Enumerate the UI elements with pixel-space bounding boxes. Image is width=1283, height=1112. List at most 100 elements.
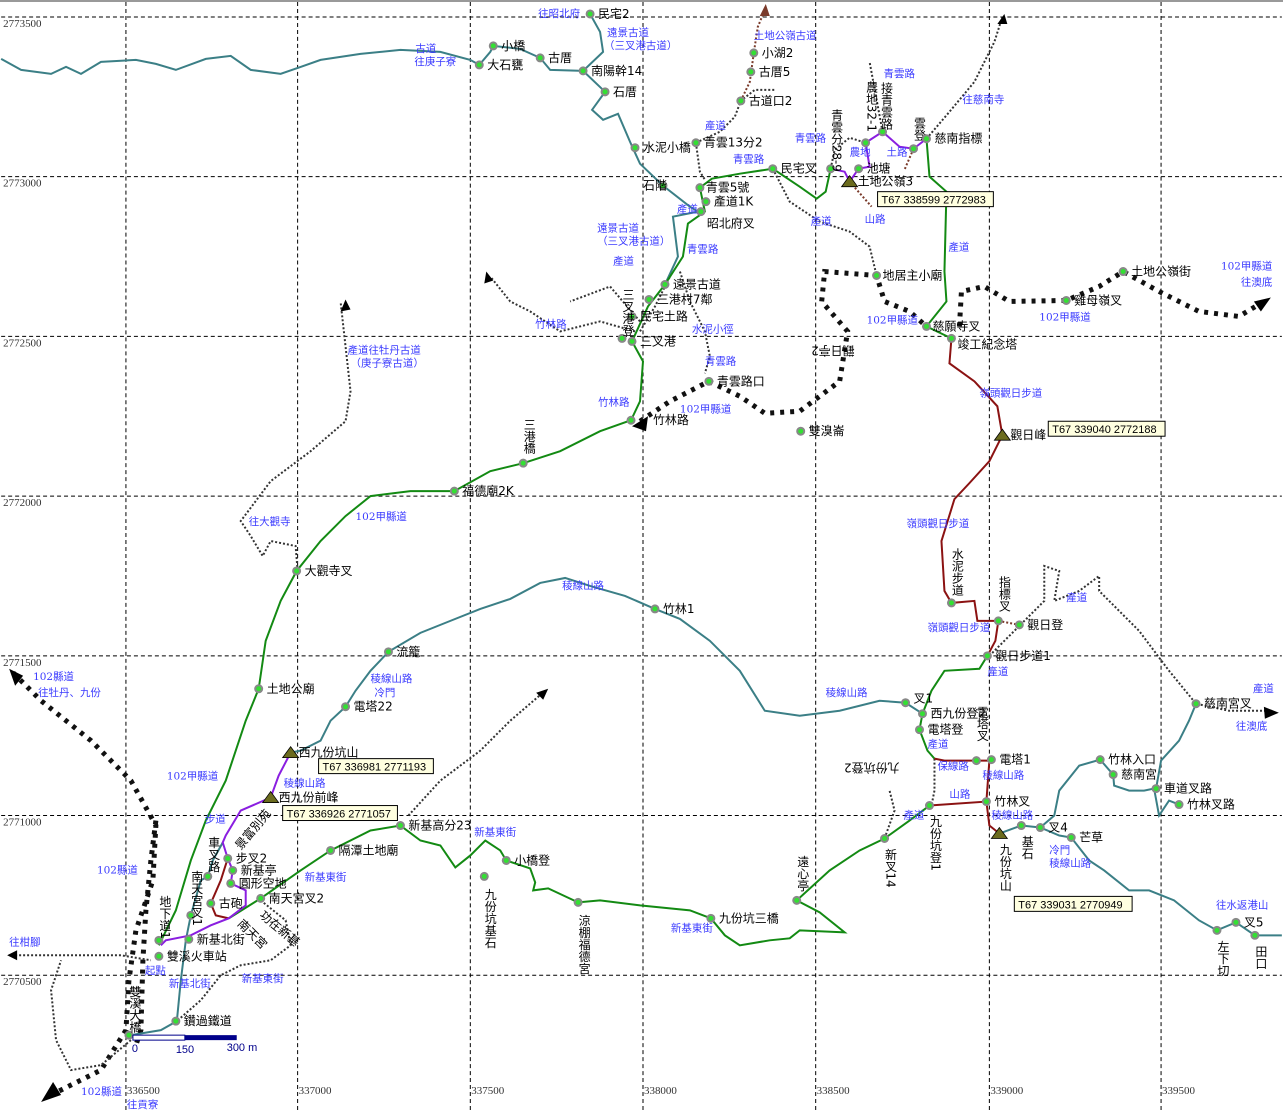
waypoint[interactable]: 土地公嶺街 xyxy=(1118,265,1191,279)
waypoint[interactable]: 竣工紀念塔 xyxy=(946,333,1017,351)
waypoint[interactable]: 地下道1 xyxy=(154,895,172,945)
waypoint[interactable]: 電塔22 xyxy=(341,700,393,714)
waypoint[interactable]: 電塔登 xyxy=(915,722,963,737)
road-label: 往柑腳 xyxy=(9,935,40,948)
waypoint[interactable]: 石厝 xyxy=(600,85,637,99)
waypoint[interactable]: 叉4 xyxy=(1035,821,1068,835)
waypoint[interactable]: 步叉2 xyxy=(223,851,267,865)
waypoint[interactable]: 青雲路口 xyxy=(704,373,765,388)
waypoint[interactable]: 西九份前峰 xyxy=(261,790,339,805)
waypoint[interactable]: 左下切 xyxy=(1212,925,1230,977)
waypoint-marker-icon xyxy=(223,853,233,863)
waypoint[interactable]: 水泥步道 xyxy=(946,548,964,608)
waypoint[interactable]: 鑽過鐵道 xyxy=(171,1013,232,1028)
waypoint[interactable]: 慈南宮 xyxy=(1108,767,1157,782)
waypoint[interactable]: 觀日峰 xyxy=(993,428,1046,442)
waypoint[interactable]: 大觀寺叉 xyxy=(292,564,353,578)
waypoint[interactable]: 南天宮叉2 xyxy=(256,890,324,905)
waypoint[interactable]: 青雲分28-9 xyxy=(826,108,844,174)
waypoint[interactable]: 叉5 xyxy=(1231,915,1264,929)
waypoint[interactable]: 青雲13分2 xyxy=(691,136,763,150)
waypoint[interactable]: 隔潭土地廟 xyxy=(326,842,398,857)
waypoint[interactable]: 慈願寺叉 xyxy=(921,318,980,333)
waypoint[interactable]: 農地32-1 xyxy=(861,80,879,148)
waypoint[interactable]: 三叉港 xyxy=(627,334,676,348)
waypoint[interactable]: 九份坑登1 xyxy=(924,801,942,871)
waypoint[interactable]: 西九份登2 xyxy=(918,706,986,721)
waypoint[interactable]: 雙溪大橋 xyxy=(124,985,142,1040)
waypoint[interactable]: 古厝5 xyxy=(746,64,790,79)
waypoint[interactable]: 地居主小廟 xyxy=(872,268,942,283)
northing-label: 2770500 xyxy=(3,976,42,988)
waypoint[interactable]: 新基高分23 xyxy=(395,818,472,833)
waypoint-label: 景富別苑 xyxy=(232,806,274,852)
waypoint[interactable]: 小橋 xyxy=(488,39,525,53)
waypoint[interactable]: 昭北府叉 xyxy=(696,207,755,231)
waypoint[interactable]: 福德廟2K xyxy=(449,483,515,498)
waypoint[interactable]: 西九份坑山 xyxy=(281,745,359,760)
waypoint[interactable]: 水泥小橋 xyxy=(630,141,691,155)
waypoint-label: 慈南宮叉 xyxy=(1204,696,1252,711)
waypoint[interactable]: 池塘 xyxy=(854,161,891,176)
waypoint[interactable]: 遠景古道 xyxy=(660,276,721,291)
waypoint[interactable]: 新基亭 xyxy=(228,862,277,877)
waypoint[interactable]: 南陽幹14 xyxy=(578,63,643,78)
waypoint[interactable]: 石階 xyxy=(643,178,668,193)
waypoint[interactable]: 新基北街 xyxy=(184,931,245,946)
waypoint[interactable]: 遠心亭 xyxy=(792,855,810,905)
waypoint[interactable]: 大石甕 xyxy=(474,57,523,72)
waypoint[interactable]: 流籠 xyxy=(383,644,420,659)
waypoint[interactable]: 三港村7鄰 xyxy=(644,291,712,306)
waypoint[interactable]: 雙溪火車站 xyxy=(154,949,227,963)
waypoint[interactable]: 指標叉 xyxy=(993,574,1011,626)
waypoint[interactable]: 產道1K xyxy=(701,194,754,209)
waypoint[interactable]: 芒草 xyxy=(1066,829,1103,844)
waypoint[interactable]: 雙溴崙 xyxy=(796,424,845,438)
waypoint[interactable]: 九份坑基石 xyxy=(479,871,497,948)
waypoint[interactable]: 景富別苑 xyxy=(232,806,274,852)
waypoint[interactable]: 雲登 xyxy=(909,116,926,154)
waypoint[interactable]: 竹林叉路 xyxy=(1174,797,1235,812)
waypoint[interactable]: 竹林1 xyxy=(650,602,695,616)
waypoint[interactable]: 三港橋 xyxy=(518,418,536,468)
waypoint[interactable]: 電塔1 xyxy=(986,753,1031,767)
waypoint[interactable]: 土地公嶺3 xyxy=(840,175,913,189)
waypoint[interactable]: 車叉路 xyxy=(203,836,221,881)
waypoint[interactable]: 慈南宮叉 xyxy=(1191,696,1252,711)
waypoint[interactable]: 民宅土路 xyxy=(627,308,688,323)
waypoint[interactable]: 觀日步道1 xyxy=(982,649,1051,663)
waypoint[interactable]: 古道口2 xyxy=(736,93,792,108)
waypoint[interactable]: 九份坑三橋 xyxy=(706,910,779,925)
waypoint[interactable]: 觀日登 xyxy=(1014,617,1063,632)
waypoint[interactable]: 九份坑山 xyxy=(990,826,1012,892)
waypoint[interactable]: 民宅2 xyxy=(585,6,630,21)
waypoint[interactable]: 民宅叉 xyxy=(768,161,817,176)
waypoint[interactable]: 慈南指標 xyxy=(921,131,982,146)
waypoint[interactable]: 雞母嶺叉 xyxy=(1061,293,1122,307)
waypoint[interactable]: 電塔叉 xyxy=(971,705,989,766)
waypoint[interactable]: 接青雲路 xyxy=(878,80,894,137)
waypoint[interactable]: 竹林入口 xyxy=(1095,753,1156,767)
waypoint[interactable]: 土地公廟 xyxy=(254,681,315,696)
waypoint[interactable]: 觀日亭2 xyxy=(811,343,855,358)
waypoint[interactable]: 青雲5號 xyxy=(695,181,749,195)
waypoint[interactable]: 竹林叉 xyxy=(981,795,1030,809)
waypoint[interactable]: 田口 xyxy=(1250,930,1268,969)
waypoint[interactable]: 小湖2 xyxy=(749,45,793,60)
waypoint[interactable]: 小橋登 xyxy=(501,852,550,867)
waypoint[interactable]: 古厝 xyxy=(535,50,572,65)
waypoint-marker-icon xyxy=(1108,770,1118,780)
waypoint[interactable]: 涼棚福德宮 xyxy=(573,897,591,974)
waypoint[interactable]: 車道叉路 xyxy=(1151,781,1212,796)
waypoint[interactable]: 竹林路 xyxy=(626,412,689,427)
waypoint[interactable]: 南天宮叉1 xyxy=(186,869,204,926)
waypoint[interactable]: 叉1 xyxy=(901,692,933,708)
waypoint[interactable]: 九份坑登2 xyxy=(844,761,900,776)
waypoint[interactable]: 新叉14 xyxy=(880,834,898,888)
waypoint[interactable]: 基石 xyxy=(1016,821,1034,859)
waypoint-label: 涼棚福德宮 xyxy=(577,913,591,974)
waypoint[interactable]: 圓形空地 xyxy=(226,876,287,890)
waypoint[interactable]: 三叉港登 xyxy=(617,288,635,343)
waypoint[interactable]: 古砲 xyxy=(206,895,243,910)
